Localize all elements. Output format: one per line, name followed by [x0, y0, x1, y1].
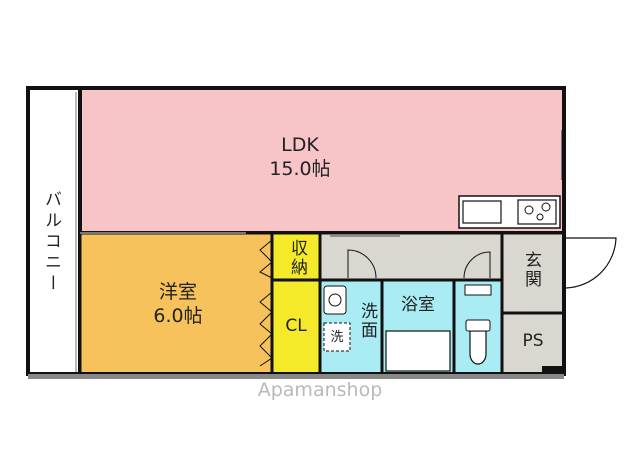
washer-space	[323, 322, 351, 352]
western-label: 洋室 6.0帖	[128, 280, 228, 328]
bathroom-label: 浴室	[401, 295, 435, 315]
ldk-name: LDK	[281, 134, 319, 156]
ps-label: PS	[522, 331, 544, 351]
bathtub	[385, 330, 451, 372]
toilet-icon	[469, 330, 487, 365]
balcony-label: バルコニー	[41, 189, 61, 295]
entrance-door	[564, 237, 617, 289]
kitchen-counter	[458, 195, 561, 229]
storage	[270, 231, 322, 282]
ldk-size: 15.0帖	[269, 158, 331, 180]
western-name: 洋室	[158, 281, 197, 303]
washer-label: 洗	[330, 330, 344, 345]
closet	[270, 278, 322, 376]
storage-label: 収納	[287, 239, 307, 277]
washroom-label: 洗面	[357, 302, 377, 340]
ldk-label: LDK 15.0帖	[250, 133, 350, 181]
entrance-label: 玄関	[521, 251, 541, 289]
closet-label: CL	[285, 316, 307, 336]
watermark: Apamanshop	[257, 379, 383, 401]
western-size: 6.0帖	[153, 305, 203, 327]
